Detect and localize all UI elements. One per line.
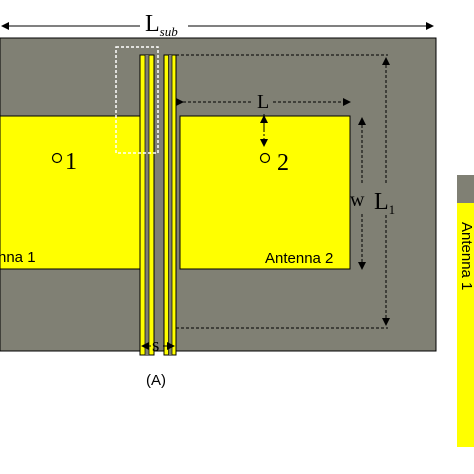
side-antenna-label: Antenna 1 [458, 222, 474, 290]
detail-box [115, 46, 159, 154]
port-1-marker [51, 152, 63, 164]
side-panel-patch [457, 203, 474, 447]
subfigure-label: (A) [146, 372, 166, 389]
extension-lines [139, 54, 388, 355]
dimension-lsub-label: Lsub [145, 11, 178, 39]
feed-strips [139, 54, 177, 356]
port-1-label: 1 [65, 149, 77, 175]
antenna-2-patch [179, 115, 351, 270]
antenna-1-label: nna 1 [0, 249, 36, 266]
side-panel-substrate [457, 175, 474, 203]
dimension-s-label: s [152, 335, 159, 356]
dimension-w-label: w [350, 189, 365, 211]
port-2-marker [259, 152, 271, 164]
port-2-label: 2 [277, 150, 289, 176]
dimension-l-label: L [257, 91, 269, 113]
antenna-2-label: Antenna 2 [265, 250, 333, 267]
antenna-1-patch [0, 115, 141, 270]
dimension-l1-label: L1 [374, 189, 395, 217]
